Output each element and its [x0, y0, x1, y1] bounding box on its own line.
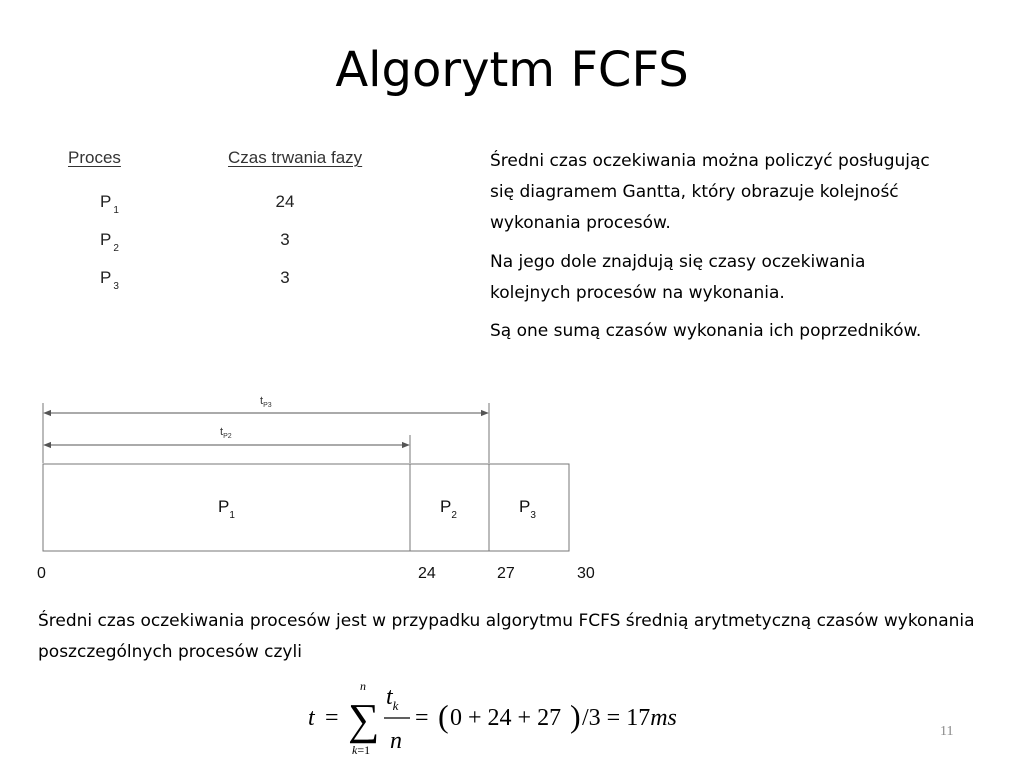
slide-number: 11 [940, 724, 954, 739]
paragraph-gantt-intro: Średni czas oczekiwania można policzyć p… [490, 151, 930, 233]
header-process: Proces [68, 148, 121, 167]
gantt-label-p3: P3 [519, 497, 536, 521]
gantt-label-p2: P2 [440, 497, 457, 521]
paragraph-waiting-times: Na jego dole znajdują się czasy oczekiwa… [490, 252, 866, 303]
formula-paren-close: ) [570, 698, 581, 734]
formula: t = n ∑ k=1 tk n = ( 0 + 24 + 27 ) /3 = … [308, 679, 677, 757]
formula-sum: ∑ [348, 695, 379, 744]
formula-inner-sum: 0 + 24 + 27 [450, 705, 561, 731]
formula-paren-open: ( [438, 698, 449, 734]
gantt-bar-p2 [409, 463, 490, 552]
formula-eq2: = [415, 705, 429, 731]
process-time: 3 [280, 268, 290, 287]
tick-label: 24 [418, 565, 436, 582]
gantt-chart: tP3 tP2 P1 P2 P3 0 24 27 30 [37, 395, 595, 582]
gantt-bar-p3 [488, 463, 570, 552]
process-time: 3 [280, 230, 290, 249]
arrow-p2-label: tP2 [220, 426, 232, 440]
gantt-bar-p1 [42, 463, 411, 552]
header-burst-time: Czas trwania fazy [228, 148, 363, 167]
tick-label: 27 [497, 565, 515, 582]
paragraph-predecessors: Są one sumą czasów wykonania ich poprzed… [490, 321, 922, 341]
formula-numerator: tk [386, 684, 399, 713]
gantt-label-p1: P1 [218, 497, 235, 521]
formula-sum-upper: n [360, 679, 366, 693]
formula-eq: = [325, 705, 339, 731]
slide-title: Algorytm FCFS [335, 42, 689, 98]
arrow-p3-label: tP3 [260, 395, 272, 409]
tick-label: 30 [577, 565, 595, 582]
formula-lhs: t [308, 705, 316, 731]
formula-denominator: n [390, 728, 402, 754]
formula-sum-lower: k=1 [352, 743, 370, 757]
paragraph-average-definition: Średni czas oczekiwania procesów jest w … [38, 611, 975, 662]
process-time: 24 [275, 192, 295, 211]
formula-result: /3 = 17ms [582, 705, 677, 731]
tick-label: 0 [37, 565, 46, 582]
